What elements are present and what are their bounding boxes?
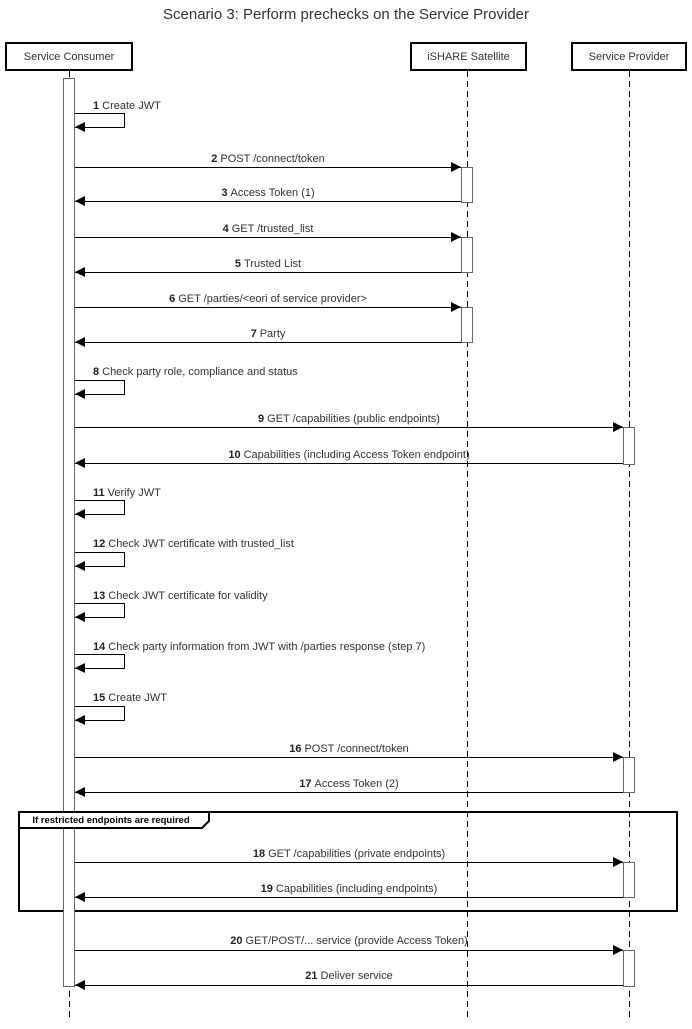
actor-service-consumer: Service Consumer bbox=[5, 42, 133, 71]
message-5-line bbox=[75, 272, 461, 273]
message-2-arrowhead bbox=[451, 162, 461, 172]
message-17-line bbox=[75, 792, 623, 793]
message-10-arrowhead bbox=[75, 458, 85, 468]
message-11-arrowhead bbox=[75, 509, 85, 519]
lifeline-ishare-satellite bbox=[467, 71, 468, 1020]
message-8-self-loop bbox=[75, 380, 125, 395]
message-12-self-loop bbox=[75, 552, 125, 567]
message-4-arrowhead bbox=[451, 232, 461, 242]
activation-provider-1 bbox=[623, 427, 635, 465]
message-13-arrowhead bbox=[75, 612, 85, 622]
lifeline-service-provider bbox=[629, 71, 630, 1020]
message-19-arrowhead bbox=[75, 892, 85, 902]
activation-satellite-3 bbox=[461, 307, 473, 343]
message-16-arrowhead bbox=[613, 752, 623, 762]
activation-satellite-1 bbox=[461, 167, 473, 203]
message-20-line bbox=[75, 950, 623, 951]
message-9-line bbox=[75, 427, 623, 428]
message-8-arrowhead bbox=[75, 389, 85, 399]
message-12-arrowhead bbox=[75, 561, 85, 571]
message-17-arrowhead bbox=[75, 787, 85, 797]
activation-service-consumer bbox=[63, 78, 75, 987]
message-21-line bbox=[75, 985, 623, 986]
message-10-line bbox=[75, 463, 623, 464]
message-13-self-loop bbox=[75, 603, 125, 618]
message-2-line bbox=[75, 167, 461, 168]
message-18-arrowhead bbox=[613, 857, 623, 867]
message-5-arrowhead bbox=[75, 267, 85, 277]
fragment-operator-tab bbox=[18, 811, 210, 829]
activation-satellite-2 bbox=[461, 237, 473, 273]
message-1-self-loop bbox=[75, 113, 125, 128]
fragment-restricted-endpoints bbox=[18, 811, 678, 912]
message-3-line bbox=[75, 201, 461, 202]
message-9-arrowhead bbox=[613, 422, 623, 432]
activation-provider-4 bbox=[623, 950, 635, 987]
message-4-line bbox=[75, 237, 461, 238]
message-14-arrowhead bbox=[75, 663, 85, 673]
actor-service-provider-label: Service Provider bbox=[588, 50, 670, 63]
message-6-arrowhead bbox=[451, 302, 461, 312]
message-20-arrowhead bbox=[613, 945, 623, 955]
message-15-self-loop bbox=[75, 706, 125, 721]
message-16-line bbox=[75, 757, 623, 758]
message-1-arrowhead bbox=[75, 122, 85, 132]
message-18-line bbox=[75, 862, 623, 863]
actor-service-consumer-label: Service Consumer bbox=[23, 50, 115, 63]
message-7-arrowhead bbox=[75, 337, 85, 347]
message-19-line bbox=[75, 897, 623, 898]
activation-provider-3 bbox=[623, 862, 635, 898]
diagram-title: Scenario 3: Perform prechecks on the Ser… bbox=[163, 6, 529, 23]
message-3-arrowhead bbox=[75, 196, 85, 206]
message-21-arrowhead bbox=[75, 980, 85, 990]
activation-provider-2 bbox=[623, 757, 635, 793]
message-11-self-loop bbox=[75, 500, 125, 515]
message-15-arrowhead bbox=[75, 715, 85, 725]
actor-ishare-satellite: iSHARE Satellite bbox=[410, 42, 527, 71]
message-7-line bbox=[75, 342, 461, 343]
actor-service-provider: Service Provider bbox=[571, 42, 687, 71]
fragment-operator-label: If restricted endpoints are required bbox=[32, 814, 190, 826]
message-6-line bbox=[75, 307, 461, 308]
message-14-self-loop bbox=[75, 654, 125, 669]
actor-ishare-satellite-label: iSHARE Satellite bbox=[427, 50, 510, 63]
